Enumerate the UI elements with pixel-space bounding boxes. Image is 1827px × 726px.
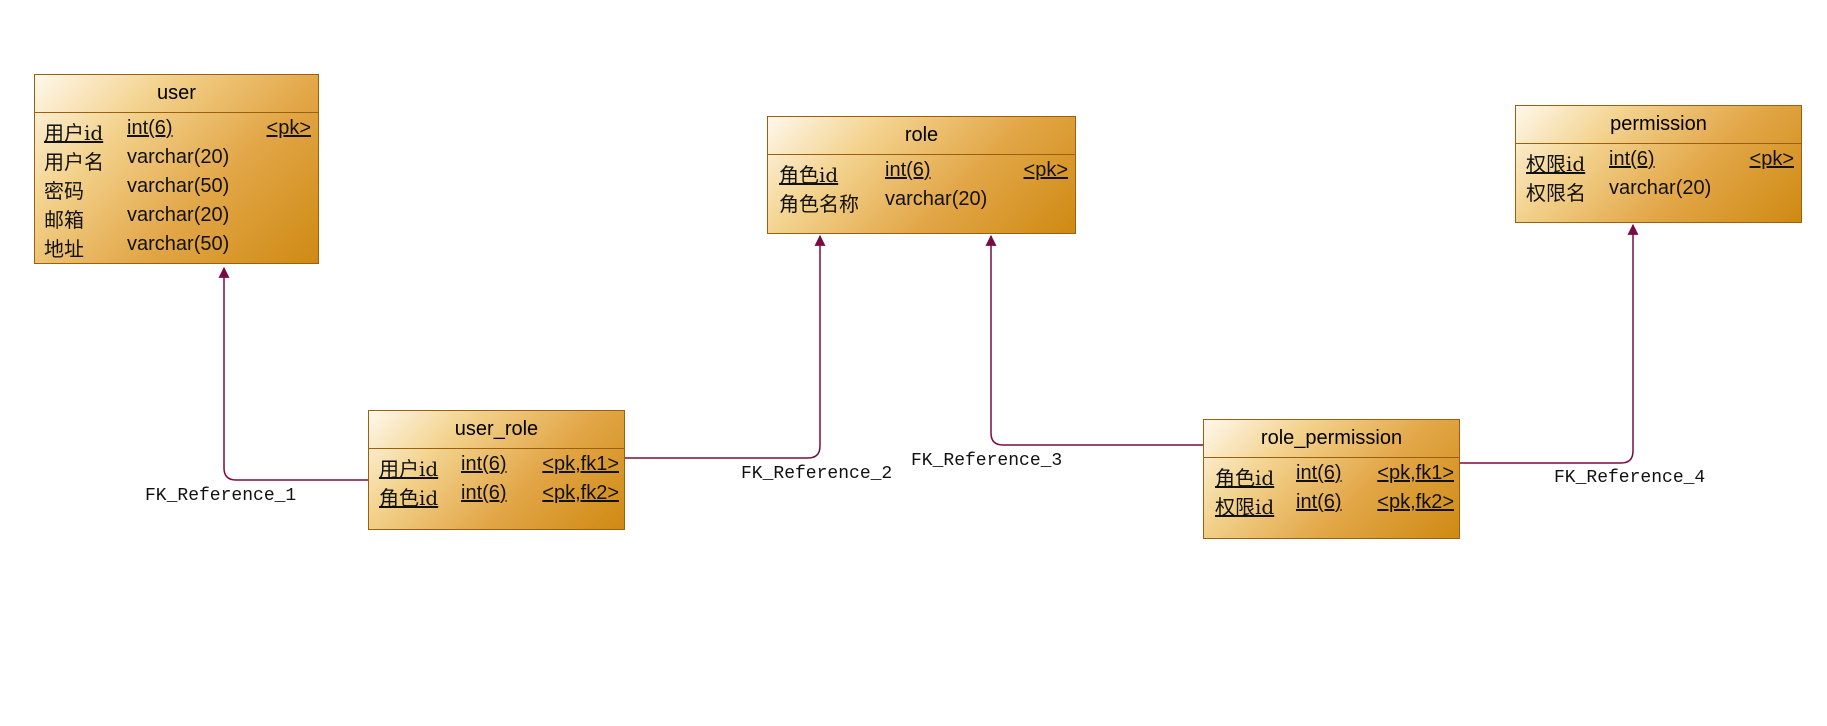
column-row[interactable]: 用户id int(6) <pk,fk1> xyxy=(369,450,624,481)
column-key: <pk,fk1> xyxy=(542,453,619,475)
column-key: <pk,fk2> xyxy=(542,482,619,504)
entity-title: role xyxy=(768,117,1075,155)
fk-reference-3-line[interactable] xyxy=(985,234,1203,446)
column-row[interactable]: 密码 varchar(50) xyxy=(35,172,318,203)
entity-role[interactable]: role 角色id int(6) <pk> 角色名称 varchar(20) xyxy=(767,116,1076,234)
column-name: 用户id xyxy=(379,457,439,481)
column-name: 用户id xyxy=(44,121,104,145)
column-type: varchar(20) xyxy=(1609,177,1712,199)
column-row[interactable]: 角色名称 varchar(20) xyxy=(768,185,1075,216)
column-type: int(6) xyxy=(127,117,173,139)
column-name: 角色id xyxy=(379,486,439,510)
column-type: int(6) xyxy=(1296,462,1342,484)
column-name: 密码 xyxy=(44,179,84,203)
column-name: 邮箱 xyxy=(44,208,84,232)
column-type: varchar(50) xyxy=(127,233,230,255)
fk-reference-4-line[interactable] xyxy=(1460,223,1639,464)
entity-title: role_permission xyxy=(1204,420,1459,458)
column-name: 角色id xyxy=(779,163,839,187)
column-name: 角色id xyxy=(1215,466,1275,490)
entity-title: user_role xyxy=(369,411,624,449)
fk-reference-1-line[interactable] xyxy=(218,266,368,481)
fk-reference-2-label: FK_Reference_2 xyxy=(741,464,893,484)
column-key: <pk> xyxy=(1023,159,1068,181)
column-row[interactable]: 邮箱 varchar(20) xyxy=(35,201,318,232)
column-key: <pk,fk2> xyxy=(1377,491,1454,513)
entity-permission[interactable]: permission 权限id int(6) <pk> 权限名 varchar(… xyxy=(1515,105,1802,223)
column-row[interactable]: 角色id int(6) <pk> xyxy=(768,156,1075,187)
column-row[interactable]: 权限名 varchar(20) xyxy=(1516,174,1801,205)
column-name: 用户名 xyxy=(44,150,104,174)
fk-reference-3-label: FK_Reference_3 xyxy=(911,451,1063,471)
column-type: int(6) xyxy=(1296,491,1342,513)
column-name: 权限名 xyxy=(1526,181,1586,205)
column-name: 地址 xyxy=(44,237,84,261)
column-row[interactable]: 地址 varchar(50) xyxy=(35,230,318,261)
column-key: <pk,fk1> xyxy=(1377,462,1454,484)
column-row[interactable]: 权限id int(6) <pk,fk2> xyxy=(1204,488,1459,519)
column-name: 角色名称 xyxy=(779,192,859,216)
column-type: int(6) xyxy=(461,453,507,475)
column-row[interactable]: 用户id int(6) <pk> xyxy=(35,114,318,145)
column-row[interactable]: 角色id int(6) <pk,fk1> xyxy=(1204,459,1459,490)
column-type: varchar(20) xyxy=(885,188,988,210)
column-row[interactable]: 权限id int(6) <pk> xyxy=(1516,145,1801,176)
entity-user-role[interactable]: user_role 用户id int(6) <pk,fk1> 角色id int(… xyxy=(368,410,625,530)
fk-reference-4-label: FK_Reference_4 xyxy=(1554,468,1706,488)
column-key: <pk> xyxy=(266,117,311,139)
column-row[interactable]: 用户名 varchar(20) xyxy=(35,143,318,174)
column-type: int(6) xyxy=(1609,148,1655,170)
entity-title: user xyxy=(35,75,318,113)
column-type: int(6) xyxy=(885,159,931,181)
column-type: int(6) xyxy=(461,482,507,504)
column-name: 权限id xyxy=(1526,152,1586,176)
entity-role-permission[interactable]: role_permission 角色id int(6) <pk,fk1> 权限i… xyxy=(1203,419,1460,539)
column-name: 权限id xyxy=(1215,495,1275,519)
column-key: <pk> xyxy=(1749,148,1794,170)
column-type: varchar(20) xyxy=(127,146,230,168)
column-type: varchar(20) xyxy=(127,204,230,226)
entity-user[interactable]: user 用户id int(6) <pk> 用户名 varchar(20) 密码… xyxy=(34,74,319,264)
fk-reference-2-line[interactable] xyxy=(625,234,826,459)
fk-reference-1-label: FK_Reference_1 xyxy=(145,486,297,506)
entity-title: permission xyxy=(1516,106,1801,144)
column-type: varchar(50) xyxy=(127,175,230,197)
column-row[interactable]: 角色id int(6) <pk,fk2> xyxy=(369,479,624,510)
